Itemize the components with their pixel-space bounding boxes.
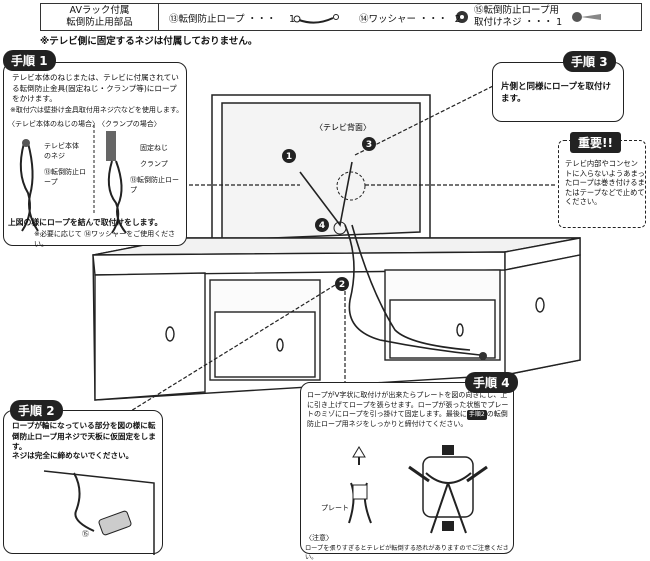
part-rope-qty: 1 [289,14,296,25]
plate-marker [333,221,347,235]
tv-illustration [211,94,431,259]
step1-illustration [19,125,127,234]
important-text: テレビ内部やコンセントに入らないようあまったロープは巻き付けるまたはテープなどで… [565,159,645,207]
part-screw-num: ⑮ [474,5,484,16]
step2-text2: ネジは完全に締めないでください。 [12,451,134,460]
step2-label-text: 手順 [18,404,43,418]
step1-label: 手順 1 [3,50,56,71]
marker-1: 1 [286,152,292,162]
step1-panel: テレビ本体のねじまたは、テレビに付属されている転倒防止金具(固定ねじ・クランプ等… [3,62,187,248]
tv-back-label: 〈テレビ背面〉 [315,122,371,132]
step1-note: ※取付穴は壁掛け金具取付用ネジ穴などを使用します。 [10,106,184,114]
parts-list: AVラック付属 転倒防止用部品 ⑬転倒防止ロープ ・・・ 1 ⑭ワッシャー ・・… [40,3,642,31]
step4-text-main: ロープがV字状に取付けが出来たらプレートを図の向きにし、上に引き上げてロープを張… [307,391,509,419]
important-panel: テレビ内部やコンセントに入らないようあまったロープは巻き付けるまたはテープなどで… [558,140,646,228]
step1-text: テレビ本体のねじまたは、テレビに付属されている転倒防止金具(固定ねじ・クランプ等… [12,73,179,103]
rope-icon [298,17,334,24]
ropes [299,161,481,356]
step4-panel: ロープがV字状に取付けが出来たらプレートを図の向きにし、上に引き上げてロープを張… [300,382,514,561]
step3-label-num: 3 [599,55,608,69]
step4-illustration [348,445,488,534]
step3-label-text: 手順 [571,55,596,69]
marker-4: 4 [319,221,325,231]
part-screw-label1: 転倒防止ロープ用 [483,5,559,16]
leader-step2 [99,281,341,431]
leader-step3 [354,84,496,156]
step4-text: ロープがV字状に取付けが出来たらプレートを図の向きにし、上に引き上げてロープを張… [307,391,511,429]
step2-callout: ⑮ [82,530,89,538]
clamp-label: クランプ [140,160,168,168]
step3-label: 手順 3 [563,51,616,72]
screw-icon [572,12,601,22]
parts-title-line1: AVラック付属 [69,5,130,16]
step4-caution: ロープを張りすぎるとテレビが転倒する恐れがありますのでご注意ください。 [305,545,509,561]
part-screw-qty: 1 [556,17,563,28]
parts-title-line2: 転倒防止用部品 [66,17,133,28]
step1-label-num: 1 [39,54,48,68]
step4-label: 手順 4 [465,372,518,393]
marker-3: 3 [366,140,372,150]
part-rope-num: ⑬ [169,14,179,25]
rope-end-icon [293,15,301,23]
step1-bottom-note: ※必要に応じて ⑭ワッシャーをご使用ください。 [34,230,176,248]
part-rope-label: 転倒防止ロープ ・・・ [178,14,276,25]
rope-label: ⑬転倒防止ロープ [44,168,86,186]
rope2-label: ⑬転倒防止ロープ [130,176,179,194]
part-washer-num: ⑭ [359,14,369,25]
plate-label: プレート [321,504,349,512]
step2-illustration [43,470,155,555]
step4-label-num: 4 [501,376,510,390]
step1-case-screw: 〈テレビ本体のねじの場合〉 [8,120,99,128]
step2-panel: ロープが輪になっている部分を図の様に転倒防止ロープ用ネジで天板に仮固定をします。… [3,410,163,555]
step2-text: ロープが輪になっている部分を図の様に転倒防止ロープ用ネジで天板に仮固定をします。 [12,421,156,451]
step2-label: 手順 2 [10,400,63,421]
step1-case-clamp: 〈クランプの場合〉 [98,120,161,128]
parts-title: AVラック付属 転倒防止用部品 [41,4,159,30]
step2-label-num: 2 [46,404,55,418]
part-washer-label: ワッシャー ・・・ [368,14,448,25]
parts-note: ※テレビ側に固定するネジは付属しておりません。 [40,36,258,47]
part-washer: ⑭ワッシャー ・・・ 2 [359,11,461,25]
cable-plug [479,352,487,360]
step1-bottom: 上図の様にロープを結んで取付けをします。 [8,218,163,227]
step4-label-text: 手順 [473,376,498,390]
part-rope: ⑬転倒防止ロープ ・・・ 1 [169,11,295,25]
step4-caution-title: 〈注意〉 [305,534,333,542]
step4-text-end: の転倒防止ロープ用ネジをしっかりと締付けてください。 [307,410,508,428]
step1-label-text: 手順 [11,54,36,68]
tv-screw-label: テレビ本体のネジ [44,142,79,160]
part-screw: ⑮転倒防止ロープ用 取付けネジ ・・・ 1 [474,5,562,29]
step-markers [282,137,376,291]
callout-circle [336,171,366,201]
step4-badge: 手順2 [466,410,487,420]
rope-loop-icon [333,14,339,20]
step3-text: 片側と同様にロープを取付けます。 [501,82,611,104]
marker-2: 2 [339,280,345,290]
part-screw-label2: 取付けネジ ・・・ [474,17,554,28]
fixing-screw-label: 固定ねじ [140,144,168,152]
step3-panel: 片側と同様にロープを取付けます。 [492,62,624,122]
parts-icons [293,11,601,24]
important-label: 重要!! [570,132,621,153]
part-washer-qty: 2 [454,14,461,25]
